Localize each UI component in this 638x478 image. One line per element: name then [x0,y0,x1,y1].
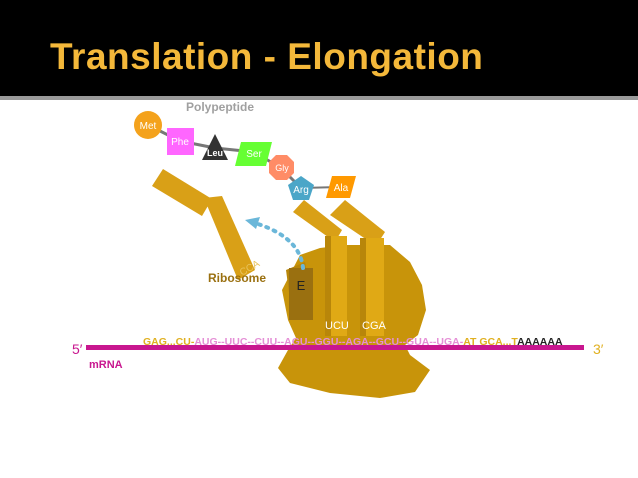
e-site-slot [289,268,313,320]
trna-p-site [293,200,347,336]
amino-acid-gly [269,155,294,180]
amino-acid-label-met: Met [140,121,157,132]
amino-acid-phe [167,128,194,155]
mrna-label: mRNA [89,359,123,371]
amino-acid-label-phe: Phe [171,137,189,148]
five-prime-label: 5′ [72,341,83,357]
amino-acid-label-ala: Ala [334,183,349,194]
amino-acid-ala [326,176,356,198]
slide-header: Translation - Elongation [0,0,638,100]
slide-title: Translation - Elongation [50,36,484,77]
amino-acid-ser [235,142,272,166]
exit-arrow-head [245,217,260,229]
trna-exiting: CCA [152,169,262,280]
trna-a-site [330,200,385,336]
amino-acid-label-gly: Gly [275,163,289,173]
amino-acid-label-arg: Arg [293,185,309,196]
exit-arrow [256,222,305,270]
polypeptide-label: Polypeptide [186,100,254,114]
e-site-label: E [297,278,306,293]
amino-acid-leu [202,134,228,160]
mrna-segment-downstream: AT GCA...T [463,336,518,348]
amino-acid-label-ser: Ser [246,149,262,160]
mrna-sequence: GAG...CU-AUG--UUC--CUU--AGU--GGU--AGA--G… [143,336,563,348]
amino-acid-arg [288,176,314,200]
mrna-poly-a-tail: AAAAAA [517,336,563,348]
ribosome-body [278,245,430,398]
anticodon-1: UCU [325,320,349,332]
amino-acid-met [134,111,162,139]
anticodon-2: CGA [362,320,387,332]
ribosome-label: Ribosome [208,271,266,285]
mrna-segment-coding: AUG--UUC--CUU--AGU--GGU--AGA--GCU--GUA--… [194,336,463,348]
mrna-strand [86,345,584,350]
amino-acid-label-leu: Leu [207,148,223,158]
three-prime-label: 3′ [593,341,604,357]
mrna-segment-upstream: GAG...CU- [143,336,195,348]
